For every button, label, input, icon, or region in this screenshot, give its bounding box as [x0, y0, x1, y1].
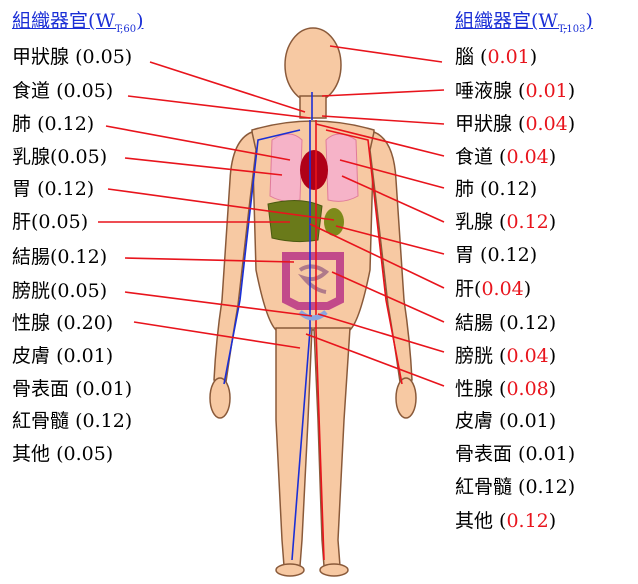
weight-value: 0.12 [506, 211, 548, 233]
left-row: 胃 (0.12) [12, 178, 94, 200]
left-row: 甲狀腺 (0.05) [12, 46, 132, 68]
weight-value: 0.04 [506, 345, 548, 367]
heart [300, 150, 328, 190]
organ-label: 膀胱 [455, 345, 499, 367]
right-row: 紅骨髓 (0.12) [455, 476, 575, 498]
weight-value: 0.01 [525, 80, 567, 102]
weight-value: 0.04 [481, 278, 523, 300]
organ-label: 皮膚 [455, 410, 499, 432]
left-row: 結腸(0.12) [12, 246, 107, 268]
right-row: 腦 (0.01) [455, 46, 537, 68]
organ-label: 腦 [455, 46, 480, 68]
right-row: 骨表面 (0.01) [455, 443, 575, 465]
weight-value: 0.04 [525, 113, 567, 135]
organ-label: 肺 [455, 178, 480, 200]
organ-label: 性腺 [455, 378, 499, 400]
organ-label: 結腸 [455, 312, 499, 334]
weight-value: 0.04 [506, 146, 548, 168]
organ-label: 紅骨髓 [455, 476, 518, 498]
organ-label: 食道 [455, 146, 499, 168]
left-row: 肝(0.05) [12, 211, 88, 233]
right-header: 組織器官(WT,103) [455, 6, 593, 35]
left-row: 性腺 (0.20) [12, 312, 113, 334]
weight-value: 0.01 [525, 443, 567, 465]
weight-value: 0.01 [506, 410, 548, 432]
right-row: 甲狀腺 (0.04) [455, 113, 575, 135]
weight-value: 0.12 [487, 244, 529, 266]
right-row: 性腺 (0.08) [455, 378, 556, 400]
organ-label: 胃 [455, 244, 480, 266]
right-row: 唾液腺 (0.01) [455, 80, 575, 102]
right-row: 肝(0.04) [455, 278, 531, 300]
left-row: 食道 (0.05) [12, 80, 113, 102]
weight-value: 0.12 [487, 178, 529, 200]
right-row: 胃 (0.12) [455, 244, 537, 266]
left-row: 膀胱(0.05) [12, 280, 107, 302]
right-row: 膀胱 (0.04) [455, 345, 556, 367]
weight-value: 0.08 [506, 378, 548, 400]
right-row: 食道 (0.04) [455, 146, 556, 168]
organ-label: 甲狀腺 [455, 113, 518, 135]
left-row: 乳腺(0.05) [12, 146, 107, 168]
right-row: 乳腺 (0.12) [455, 211, 556, 233]
right-row: 肺 (0.12) [455, 178, 537, 200]
right-row: 其他 (0.12) [455, 510, 556, 532]
weight-value: 0.12 [525, 476, 567, 498]
liver [268, 200, 322, 241]
right-row: 結腸 (0.12) [455, 312, 556, 334]
weight-value: 0.01 [487, 46, 529, 68]
right-row: 皮膚 (0.01) [455, 410, 556, 432]
left-header: 組織器官(WT,60) [12, 6, 144, 35]
left-row: 肺 (0.12) [12, 113, 94, 135]
left-row: 皮膚 (0.01) [12, 345, 113, 367]
organ-label: 唾液腺 [455, 80, 518, 102]
weight-value: 0.12 [506, 312, 548, 334]
organ-label: 肝 [455, 278, 474, 300]
organ-label: 骨表面 [455, 443, 518, 465]
weight-value: 0.12 [506, 510, 548, 532]
organ-label: 其他 [455, 510, 499, 532]
left-row: 骨表面 (0.01) [12, 378, 132, 400]
left-row: 其他 (0.05) [12, 443, 113, 465]
left-row: 紅骨髓 (0.12) [12, 410, 132, 432]
organ-label: 乳腺 [455, 211, 499, 233]
